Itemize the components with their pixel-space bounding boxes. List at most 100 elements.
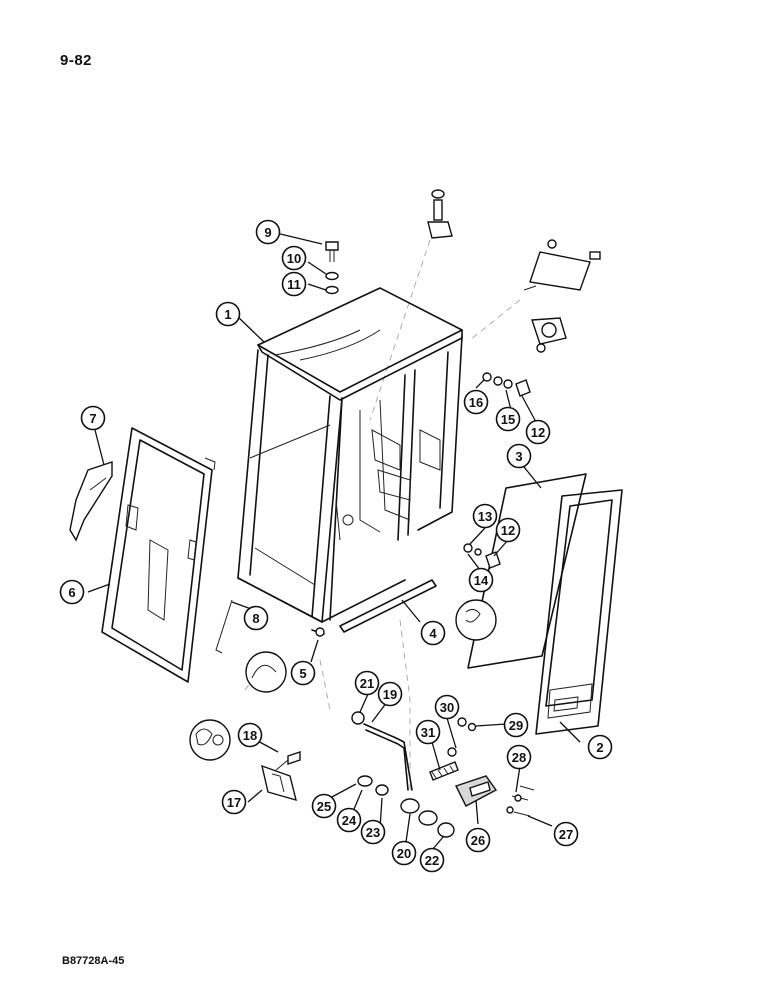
callout-circle xyxy=(243,605,269,631)
callout-4: 4 xyxy=(420,620,446,646)
callout-label: 1 xyxy=(224,307,231,322)
latch-assembly xyxy=(351,711,535,838)
callout-circle xyxy=(587,734,613,760)
callout-circle xyxy=(506,443,532,469)
callout-2: 2 xyxy=(587,734,613,760)
callout-circle xyxy=(472,503,498,529)
callout-label: 6 xyxy=(68,585,75,600)
callout-7: 7 xyxy=(80,405,106,431)
callout-circle xyxy=(391,840,417,866)
callout-circle xyxy=(281,271,307,297)
callout-circle xyxy=(434,694,460,720)
callout-26: 26 xyxy=(465,827,491,853)
cab-frame xyxy=(237,287,463,623)
callout-label: 8 xyxy=(252,611,259,626)
callout-27: 27 xyxy=(553,821,579,847)
callout-10: 10 xyxy=(281,245,307,271)
top-mount-parts xyxy=(427,189,601,353)
callout-11: 11 xyxy=(281,271,307,297)
callout-29: 29 xyxy=(503,712,529,738)
callout-label: 17 xyxy=(227,795,241,810)
callout-12b: 12 xyxy=(495,517,521,543)
callout-circle xyxy=(59,579,85,605)
callout-label: 20 xyxy=(397,846,411,861)
callout-label: 24 xyxy=(342,813,357,828)
callout-circle xyxy=(360,819,386,845)
striker-plate xyxy=(261,751,301,802)
callout-circle xyxy=(281,245,307,271)
callout-21: 21 xyxy=(354,670,380,696)
callout-23: 23 xyxy=(360,819,386,845)
callout-15: 15 xyxy=(495,406,521,432)
callout-circle xyxy=(419,847,445,873)
callout-label: 3 xyxy=(515,449,522,464)
callout-label: 14 xyxy=(474,573,489,588)
callout-6: 6 xyxy=(59,579,85,605)
callout-9: 9 xyxy=(255,219,281,245)
callout-circle xyxy=(80,405,106,431)
callout-8: 8 xyxy=(243,605,269,631)
callout-19: 19 xyxy=(377,681,403,707)
callout-circle xyxy=(415,719,441,745)
callout-3: 3 xyxy=(506,443,532,469)
callout-circle xyxy=(336,807,362,833)
callout-circle xyxy=(468,567,494,593)
detail-circles xyxy=(189,599,497,761)
page-number: 9-82 xyxy=(60,52,93,69)
callout-circle xyxy=(311,793,337,819)
callout-30: 30 xyxy=(434,694,460,720)
callout-13: 13 xyxy=(472,503,498,529)
callout-circle xyxy=(354,670,380,696)
callout-1: 1 xyxy=(215,301,241,327)
callout-label: 22 xyxy=(425,853,439,868)
callout-circle xyxy=(237,722,263,748)
callout-18: 18 xyxy=(237,722,263,748)
callout-circle xyxy=(215,301,241,327)
callout-circle xyxy=(465,827,491,853)
callout-label: 23 xyxy=(366,825,380,840)
callout-circle xyxy=(525,419,551,445)
callout-label: 21 xyxy=(360,676,374,691)
callout-label: 18 xyxy=(243,728,257,743)
callout-label: 19 xyxy=(383,687,397,702)
door-left xyxy=(101,427,216,683)
callout-22: 22 xyxy=(419,847,445,873)
callout-label: 28 xyxy=(512,750,526,765)
callout-label: 26 xyxy=(471,833,485,848)
callout-label: 30 xyxy=(440,700,454,715)
callout-label: 5 xyxy=(299,666,306,681)
callout-label: 13 xyxy=(478,509,492,524)
callout-label: 12 xyxy=(531,425,545,440)
hardware-12-16 xyxy=(463,372,531,569)
callout-circle xyxy=(495,406,521,432)
callout-circle xyxy=(221,789,247,815)
callout-circle xyxy=(255,219,281,245)
callout-label: 2 xyxy=(596,740,603,755)
callout-label: 7 xyxy=(89,411,96,426)
callout-circle xyxy=(506,744,532,770)
callout-28: 28 xyxy=(506,744,532,770)
callout-label: 4 xyxy=(429,626,437,641)
callout-label: 9 xyxy=(264,225,271,240)
callouts: 1234567891011121213141516171819202122232… xyxy=(59,219,613,873)
bolt-stack-left xyxy=(325,241,339,295)
callout-circle xyxy=(503,712,529,738)
callout-circle xyxy=(463,389,489,415)
callout-label: 16 xyxy=(469,395,483,410)
callout-16: 16 xyxy=(463,389,489,415)
callout-12a: 12 xyxy=(525,419,551,445)
callout-label: 11 xyxy=(287,277,301,292)
callout-17: 17 xyxy=(221,789,247,815)
callout-circle xyxy=(495,517,521,543)
door-glass xyxy=(215,599,233,654)
callout-5: 5 xyxy=(290,660,316,686)
callout-24: 24 xyxy=(336,807,362,833)
callout-label: 12 xyxy=(501,523,515,538)
callout-20: 20 xyxy=(391,840,417,866)
footer-code: B87728A-45 xyxy=(62,955,125,967)
callout-label: 29 xyxy=(509,718,523,733)
callout-label: 31 xyxy=(421,725,435,740)
callout-label: 27 xyxy=(559,827,573,842)
hinge-part xyxy=(69,461,113,542)
